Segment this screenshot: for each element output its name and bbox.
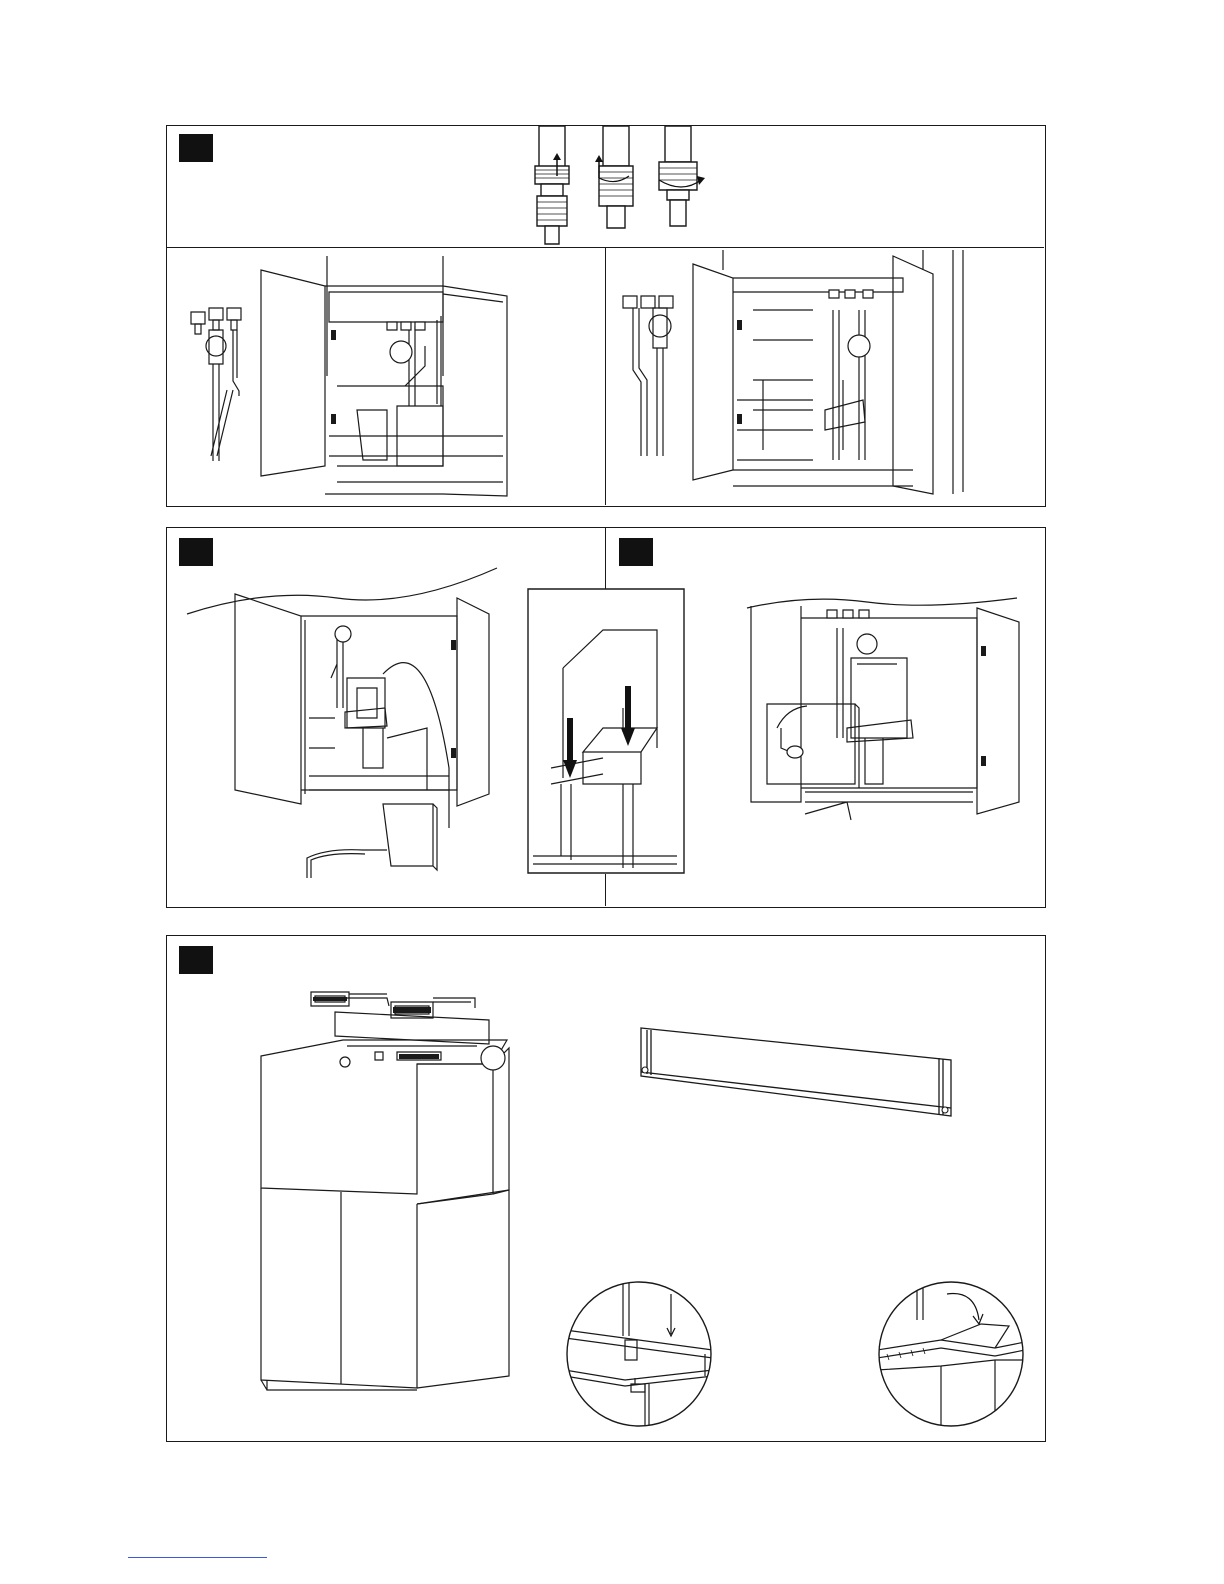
curved-arrow-icon bbox=[945, 1288, 985, 1328]
rotate-arrow-icon bbox=[657, 166, 707, 192]
step-panel-1 bbox=[166, 125, 1046, 507]
cabinet-sump-insert bbox=[187, 568, 507, 878]
arrow-down-icon bbox=[621, 686, 635, 746]
cabinet-plumbing-right bbox=[613, 250, 1013, 506]
step-panel-3 bbox=[166, 935, 1046, 1442]
step-badge-2a bbox=[179, 538, 213, 566]
step-badge-2b bbox=[619, 538, 653, 566]
cover-strip-bar-drawing bbox=[637, 1026, 957, 1126]
panel-1-center-divider bbox=[605, 247, 606, 505]
cabinet-plumbing-left bbox=[187, 256, 587, 506]
footer-rule bbox=[128, 1557, 267, 1558]
step-badge-3 bbox=[179, 946, 213, 974]
arrow-down-icon bbox=[665, 1294, 677, 1338]
arrow-down-icon bbox=[563, 718, 577, 778]
rotate-arrow-icon bbox=[595, 154, 633, 184]
step-panel-2 bbox=[166, 527, 1046, 908]
clip-detail-circle-left bbox=[565, 1280, 713, 1428]
sump-detail-inset bbox=[527, 588, 687, 876]
panel-2-top-divider bbox=[605, 528, 606, 590]
arrow-up-icon bbox=[551, 152, 563, 176]
step-badge-1 bbox=[179, 134, 213, 162]
aquarium-light-bar-assembly bbox=[257, 984, 537, 1396]
cabinet-sump-installed bbox=[747, 588, 1027, 848]
panel-2-bottom-divider bbox=[605, 874, 606, 906]
